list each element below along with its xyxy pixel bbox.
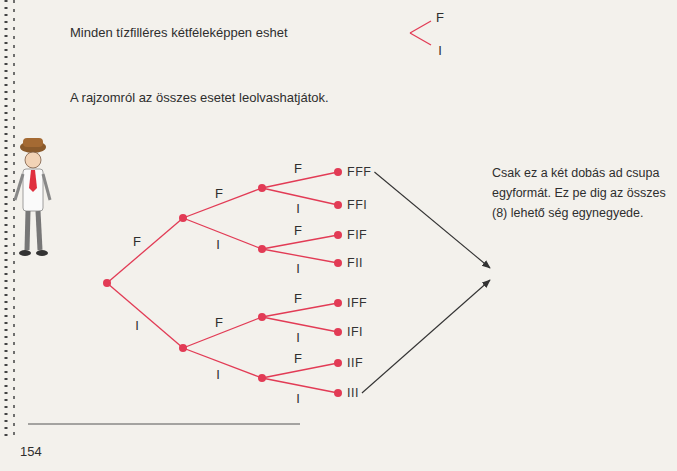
branch-label: F [436,10,444,25]
tree-dot [334,259,342,267]
pointer-arrow [362,280,490,393]
branch-label: I [296,391,300,406]
text-line: A rajzomról az összes esetet leolvashatj… [70,90,329,105]
fork-symbol [410,21,431,45]
tree-dot [334,389,342,397]
text-line: 154 [20,444,42,459]
branch-label: I [296,261,300,276]
text-line: Minden tízfilléres kétféleképpen eshet [70,25,288,40]
outcome-node: IFF [334,294,367,312]
tree-branches [107,172,338,393]
branch-label: F [294,351,302,366]
branch-label: F [294,161,302,176]
outcome-node: IIF [334,354,363,372]
note-box: Csak ez a két dobás ad csupa egyformát. … [492,163,672,293]
outcome-label: IFF [347,294,367,312]
branch-label: F [215,315,223,330]
branch-label: F [215,186,223,201]
branch-label: I [216,367,220,382]
outcome-node: FFF [334,163,371,181]
pointer-arrow [374,172,490,268]
outcome-label: IIF [347,354,363,372]
branch-label: F [133,234,141,249]
branch-label: I [216,237,220,252]
tree-dot [334,201,342,209]
outcome-label: FFF [347,163,371,181]
outcome-label: IFI [347,323,363,341]
outcome-node: III [334,384,359,402]
branch-label: I [135,318,139,333]
page-rule [28,424,300,425]
tree-dot [334,231,342,239]
spiral-binding [6,0,14,440]
tree-dot [334,359,342,367]
outcome-node: FIF [334,226,367,244]
tree-dots [103,184,266,382]
tree-dot [334,299,342,307]
outcome-node: FFI [334,196,367,214]
boy-figure [15,138,50,256]
outcome-label: FII [347,254,363,272]
outcome-label: III [347,384,359,402]
note-text: Csak ez a két dobás ad csupa egyformát. … [492,163,672,223]
outcome-label: FIF [347,226,367,244]
branch-label: I [296,330,300,345]
tree-dot [334,168,342,176]
branch-label: F [294,291,302,306]
branch-label: I [438,43,442,58]
outcome-node: IFI [334,323,363,341]
branch-label: I [296,201,300,216]
outcome-label: FFI [347,196,367,214]
tree-dot [334,328,342,336]
branch-label: F [294,223,302,238]
outcome-node: FII [334,254,363,272]
